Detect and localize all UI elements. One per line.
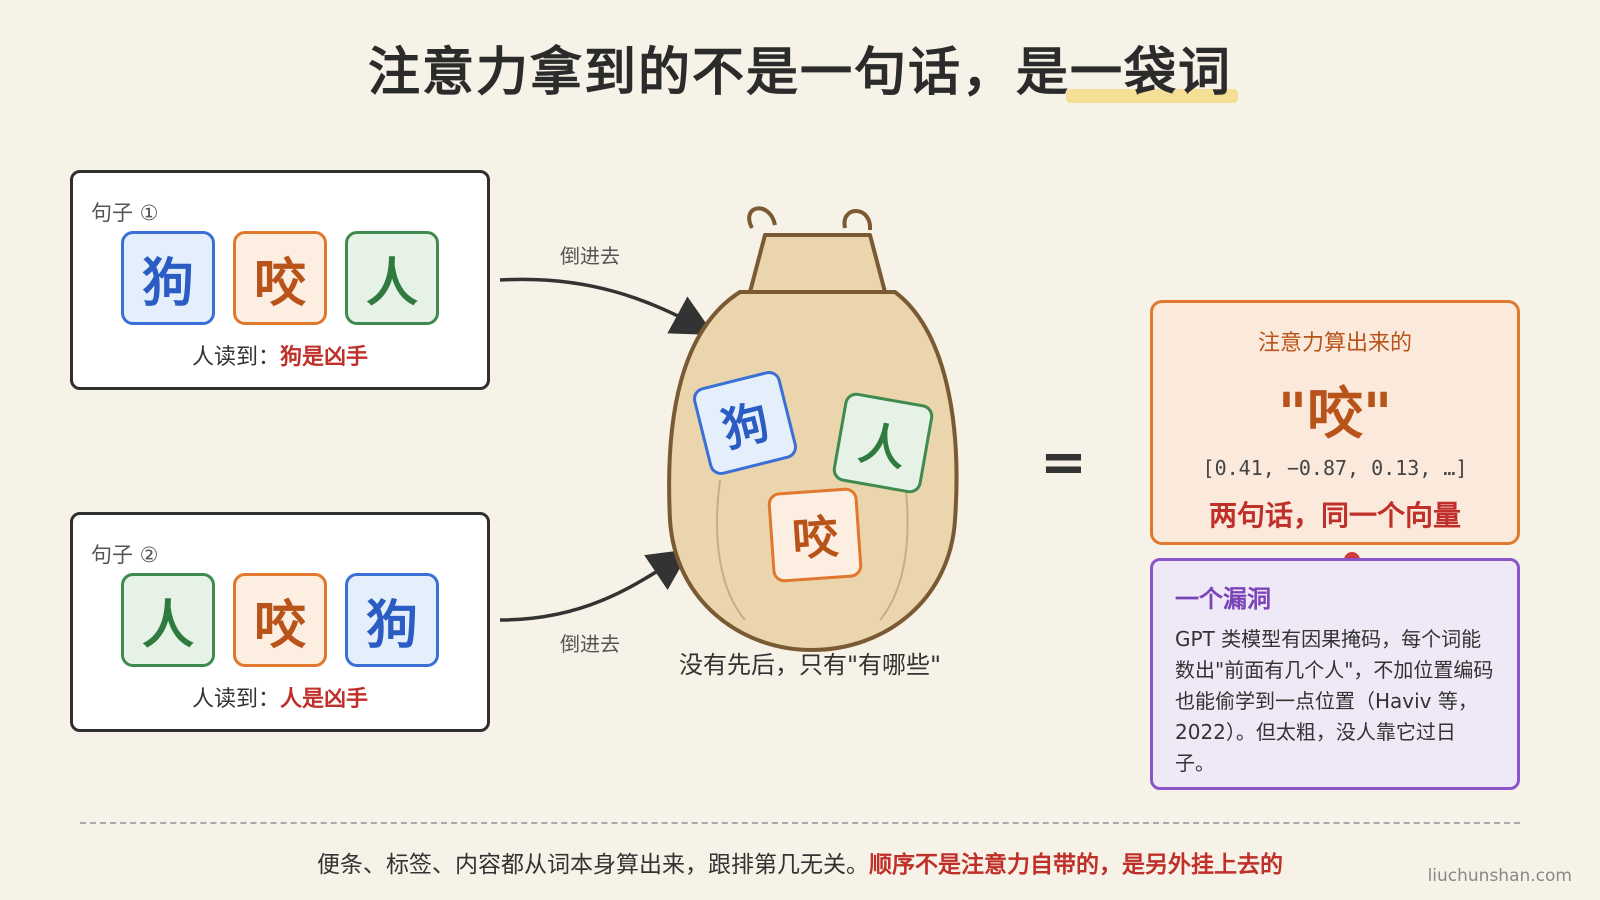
footer-divider — [80, 822, 1520, 824]
result-note: 两句话，同一个向量 — [1208, 499, 1461, 532]
result-title: 注意力算出来的 — [1257, 331, 1412, 356]
result-card: 注意力算出来的 "咬" [0.41, −0.87, 0.13, …] 两句话，同… — [1150, 300, 1520, 545]
arrow-bottom — [499, 549, 691, 622]
sentence-1-tile-person: 人 — [345, 231, 439, 325]
note-title: 一个漏洞 — [1175, 585, 1271, 613]
footer-highlight: 顺序不是注意力自带的，是另外挂上去的 — [869, 852, 1283, 878]
sentence-2-reader-prefix: 人读到： — [191, 687, 280, 712]
arrow-top — [499, 277, 715, 336]
footer-plain: 便条、标签、内容都从词本身算出来，跟排第几无关。 — [317, 852, 869, 878]
loophole-note: 一个漏洞 GPT 类模型有因果掩码，每个词能数出"前面有几个人"，不加位置编码也… — [1150, 558, 1520, 790]
footer: 便条、标签、内容都从词本身算出来，跟排第几无关。顺序不是注意力自带的，是另外挂上… — [0, 845, 1600, 879]
sentence-2-reading: 人读到：人是凶手 — [73, 681, 487, 713]
result-word: "咬" — [1277, 382, 1393, 447]
sentence-1-card: 句子 ① 狗 咬 人 人读到：狗是凶手 — [70, 170, 490, 390]
site-credit: liuchunshan.com — [1427, 866, 1572, 886]
sentence-1-label: 句子 ① — [91, 201, 159, 225]
sentence-2-card: 句子 ② 人 咬 狗 人读到：人是凶手 — [70, 512, 490, 732]
arrow-top-label: 倒进去 — [560, 244, 620, 268]
sentence-2-tile-bite: 咬 — [233, 573, 327, 667]
sentence-1-tile-dog: 狗 — [121, 231, 215, 325]
sentence-2-tile-person: 人 — [121, 573, 215, 667]
sentence-2-tile-dog: 狗 — [345, 573, 439, 667]
title-highlight: 一袋词 — [1065, 30, 1239, 105]
page-title: 注意力拿到的不是一句话，是一袋词 — [0, 30, 1600, 105]
bag-tile-bite: 咬 — [766, 486, 864, 584]
bag-caption: 没有先后，只有"有哪些" — [678, 651, 942, 679]
sentence-1-reader-prefix: 人读到： — [191, 345, 280, 370]
sentence-1-reader-highlight: 狗是凶手 — [280, 345, 369, 370]
sentence-2-label: 句子 ② — [91, 543, 159, 567]
arrow-bottom-label: 倒进去 — [560, 632, 620, 656]
bag-tile-person: 人 — [830, 390, 936, 496]
sentence-1-reading: 人读到：狗是凶手 — [73, 339, 487, 371]
sentence-1-tile-bite: 咬 — [233, 231, 327, 325]
result-vector: [0.41, −0.87, 0.13, …] — [1202, 456, 1468, 480]
title-prefix: 注意力拿到的不是一句话，是 — [367, 43, 1070, 103]
sentence-2-reader-highlight: 人是凶手 — [280, 687, 369, 712]
equals-sign: = — [1040, 430, 1087, 495]
note-body: GPT 类模型有因果掩码，每个词能数出"前面有几个人"，不加位置编码也能偷学到一… — [1175, 627, 1494, 775]
